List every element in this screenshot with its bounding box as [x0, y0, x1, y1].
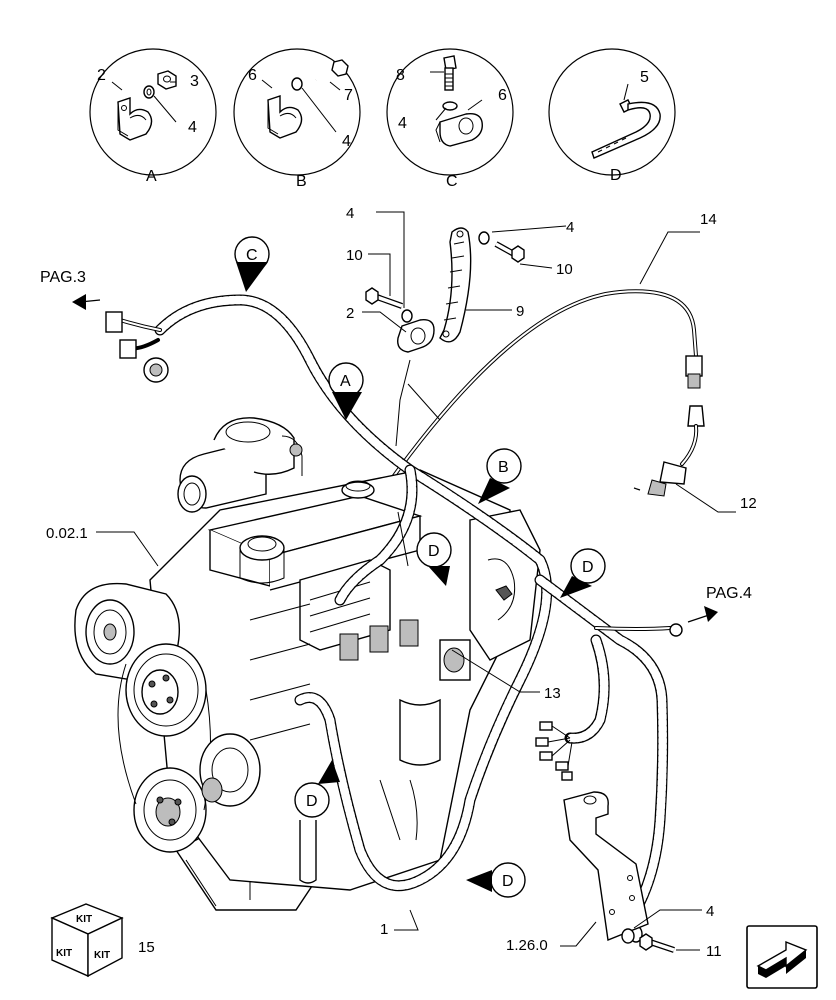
- part-label: 2: [97, 67, 106, 84]
- part-label: 2: [346, 305, 354, 322]
- pulley-main: [125, 643, 207, 737]
- clamp-part: [267, 95, 303, 139]
- part-label: 7: [344, 87, 353, 104]
- part-label: 4: [346, 205, 354, 222]
- part-label: 10: [346, 247, 363, 264]
- temp-sender-12: [633, 405, 736, 513]
- part-label: 12: [740, 495, 757, 512]
- pulley-crank: [133, 767, 207, 853]
- detail-view-c: 8 6 4 C: [386, 48, 514, 190]
- part-label: 10: [556, 261, 573, 278]
- ground-cable-right: [594, 623, 683, 637]
- part-label: 9: [516, 303, 524, 320]
- callout-b: B: [478, 448, 522, 504]
- part-label: 13: [544, 685, 561, 702]
- sensor-cable-14: [386, 231, 703, 486]
- callout-c: C: [234, 236, 270, 292]
- svg-text:KIT: KIT: [76, 914, 92, 925]
- callout-d4: D: [466, 862, 526, 898]
- part-label: 8: [396, 67, 405, 84]
- view-letter: C: [446, 173, 458, 190]
- bolt-11: [639, 933, 675, 953]
- svg-text:A: A: [340, 373, 351, 390]
- svg-text:PAG.3: PAG.3: [40, 269, 86, 286]
- part-label: 14: [700, 211, 717, 228]
- clamp-2: [397, 319, 435, 353]
- part-label: 4: [342, 133, 351, 150]
- svg-text:D: D: [306, 793, 318, 810]
- svg-text:KIT: KIT: [56, 948, 72, 959]
- part-label: 4: [398, 115, 407, 132]
- callout-d2: D: [560, 548, 606, 598]
- part-label: 3: [190, 73, 199, 90]
- washer-4-right: [478, 231, 490, 245]
- svg-text:D: D: [428, 543, 440, 560]
- ground-strap-9: [439, 227, 472, 343]
- svg-text:D: D: [582, 559, 594, 576]
- part-label: 6: [248, 67, 257, 84]
- washer-4-left: [401, 309, 413, 323]
- bolt-10-right: [494, 241, 525, 263]
- page-ref-right: PAG.4: [687, 585, 752, 623]
- next-page-arrow-icon[interactable]: [746, 925, 818, 989]
- injection-pump: [239, 535, 419, 661]
- view-letter: B: [296, 173, 307, 190]
- bolt-10-left: [365, 287, 404, 309]
- connector-group-left: [105, 311, 169, 383]
- detail-view-b: 6 7 4 B: [233, 48, 361, 190]
- part-label: 5: [640, 69, 649, 86]
- alternator: [199, 733, 261, 807]
- bolt-part: [315, 59, 349, 82]
- page-ref-left: PAG.3: [40, 269, 101, 310]
- small-connectors: [535, 721, 573, 781]
- view-letter: A: [146, 168, 157, 185]
- part-label: 1: [380, 921, 388, 938]
- cable-tie-part: [591, 99, 661, 159]
- bracket-1260: [560, 791, 649, 947]
- svg-text:PAG.4: PAG.4: [706, 585, 752, 602]
- washer-nut-part: [143, 70, 177, 99]
- callout-a: A: [328, 362, 364, 420]
- kit-icon: KIT KIT KIT: [50, 903, 124, 978]
- part-label: 4: [706, 903, 714, 920]
- part-label: 15: [138, 939, 155, 956]
- part-label: 0.02.1: [46, 525, 88, 542]
- part-label: 1.26.0: [506, 937, 548, 954]
- clamp-part: [435, 112, 483, 147]
- turbocharger: [177, 417, 303, 513]
- callout-d3: D: [294, 760, 340, 818]
- svg-text:D: D: [502, 873, 514, 890]
- washer-part: [442, 101, 458, 111]
- view-letter: D: [610, 167, 622, 184]
- washer-4-bottom: [621, 928, 635, 944]
- svg-text:KIT: KIT: [94, 950, 110, 961]
- washer-part: [291, 77, 303, 91]
- clamp-part: [117, 97, 153, 141]
- part-label: 4: [566, 219, 574, 236]
- part-label: 11: [706, 943, 722, 960]
- detail-view-d: 5 D: [548, 48, 676, 184]
- part-label: 4: [188, 119, 197, 136]
- wiring-harness-1: [105, 294, 683, 943]
- svg-text:B: B: [498, 459, 509, 476]
- detail-view-a: 2 3 4 A: [89, 48, 217, 185]
- bolt-part: [443, 55, 457, 91]
- svg-text:C: C: [246, 247, 258, 264]
- callout-d1: D: [416, 532, 452, 586]
- engine-block: [74, 417, 541, 911]
- part-label: 6: [498, 87, 507, 104]
